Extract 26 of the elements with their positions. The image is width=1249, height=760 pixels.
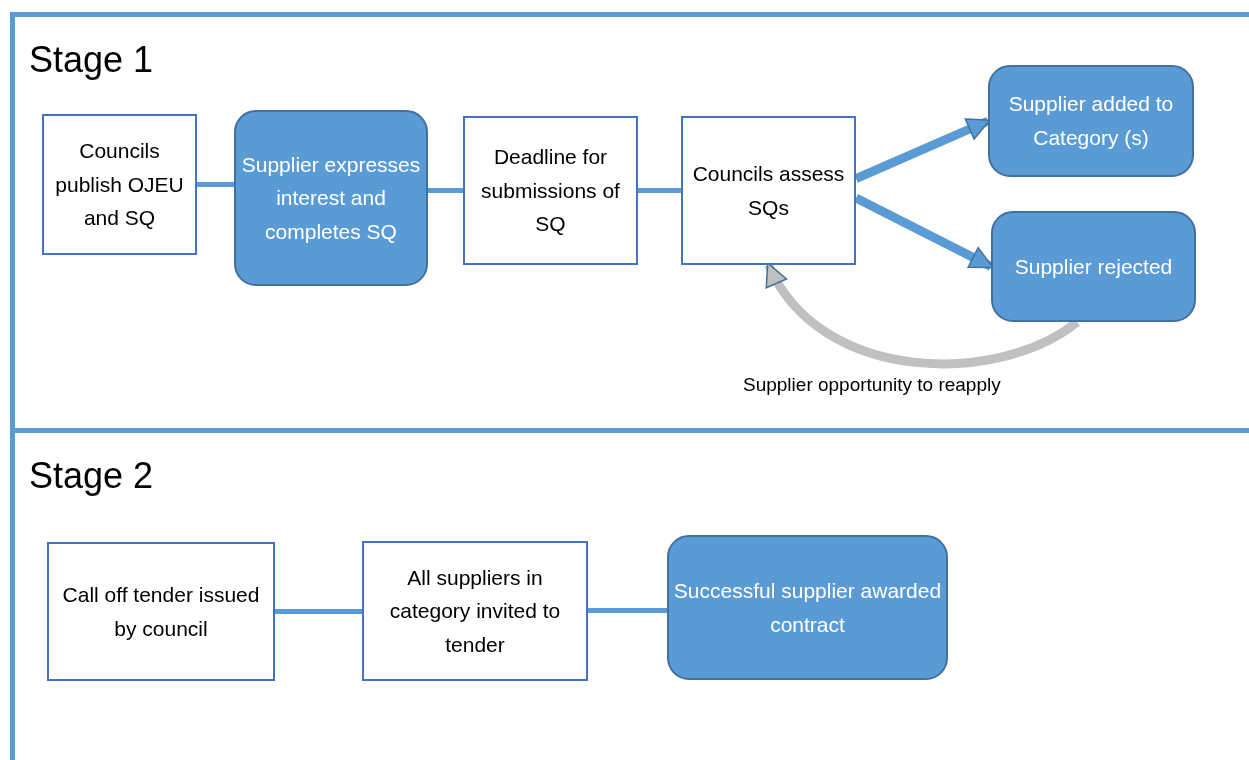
process-box <box>681 116 856 265</box>
box-text: Successful supplier awarded contract <box>672 577 943 638</box>
box-text: Supplier rejected <box>1013 253 1174 280</box>
box-text: Councils publish OJEU and SQ <box>54 138 185 232</box>
connector-line <box>275 609 362 614</box>
box-text: Supplier added to Category (s) <box>1007 91 1175 151</box>
box-text: Call off tender issued by council <box>61 581 261 642</box>
connector-line <box>638 188 681 193</box>
connector-line <box>428 188 463 193</box>
process-box <box>234 110 428 286</box>
box-text: Deadline for submissions of SQ <box>480 144 621 238</box>
stage-panel <box>10 428 1249 760</box>
box-text: Supplier expresses interest and completes SQ <box>240 151 422 245</box>
process-box <box>667 535 948 680</box>
process-box <box>463 116 638 265</box>
stage-heading: Stage 2 <box>29 455 154 497</box>
connector-line <box>588 608 667 613</box>
connector-line <box>197 182 234 187</box>
process-box <box>42 114 197 255</box>
stage-heading: Stage 1 <box>29 39 154 81</box>
process-box <box>991 211 1196 322</box>
box-text: Councils assess SQs <box>691 160 846 221</box>
process-box <box>47 542 275 681</box>
process-box <box>362 541 588 681</box>
box-text: All suppliers in category invited to tender <box>388 564 562 658</box>
process-box <box>988 65 1194 177</box>
